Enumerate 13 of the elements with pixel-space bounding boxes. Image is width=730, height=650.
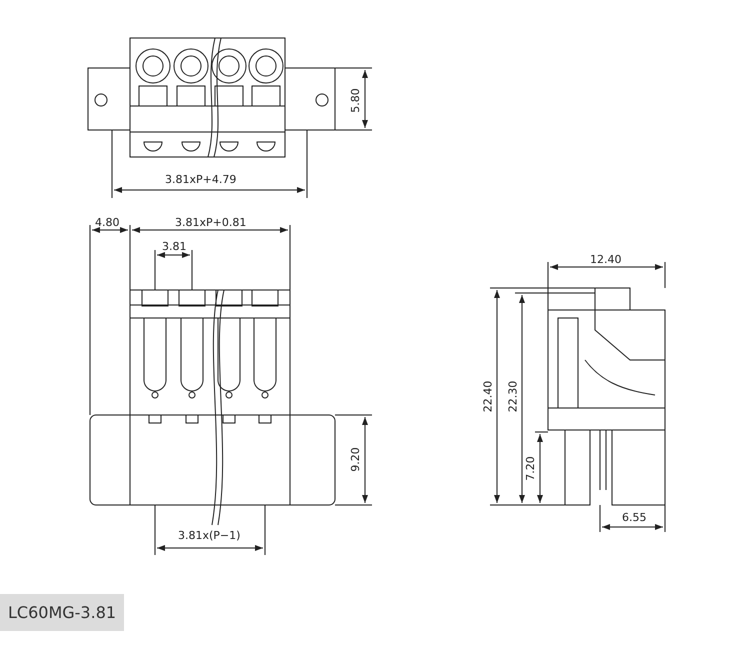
dimension-label: 9.20 — [348, 447, 362, 472]
dimension-label: 22.30 — [506, 380, 520, 412]
dimension-label: 3.81 — [162, 240, 186, 253]
dimension-label: 5.80 — [348, 88, 362, 113]
dimension-label: 3.81xP+0.81 — [175, 216, 246, 229]
part-number-label: LC60MG-3.81 — [0, 594, 124, 631]
dimension-label: 12.40 — [590, 253, 622, 266]
dimension-label: 3.81x(P−1) — [178, 529, 240, 542]
dimension-label: 6.55 — [622, 511, 646, 524]
dimension-label: 4.80 — [95, 216, 120, 229]
dimension-label: 3.81xP+4.79 — [165, 173, 236, 186]
dimension-label: 22.40 — [481, 380, 494, 412]
dimension-label: 7.20 — [524, 456, 537, 481]
